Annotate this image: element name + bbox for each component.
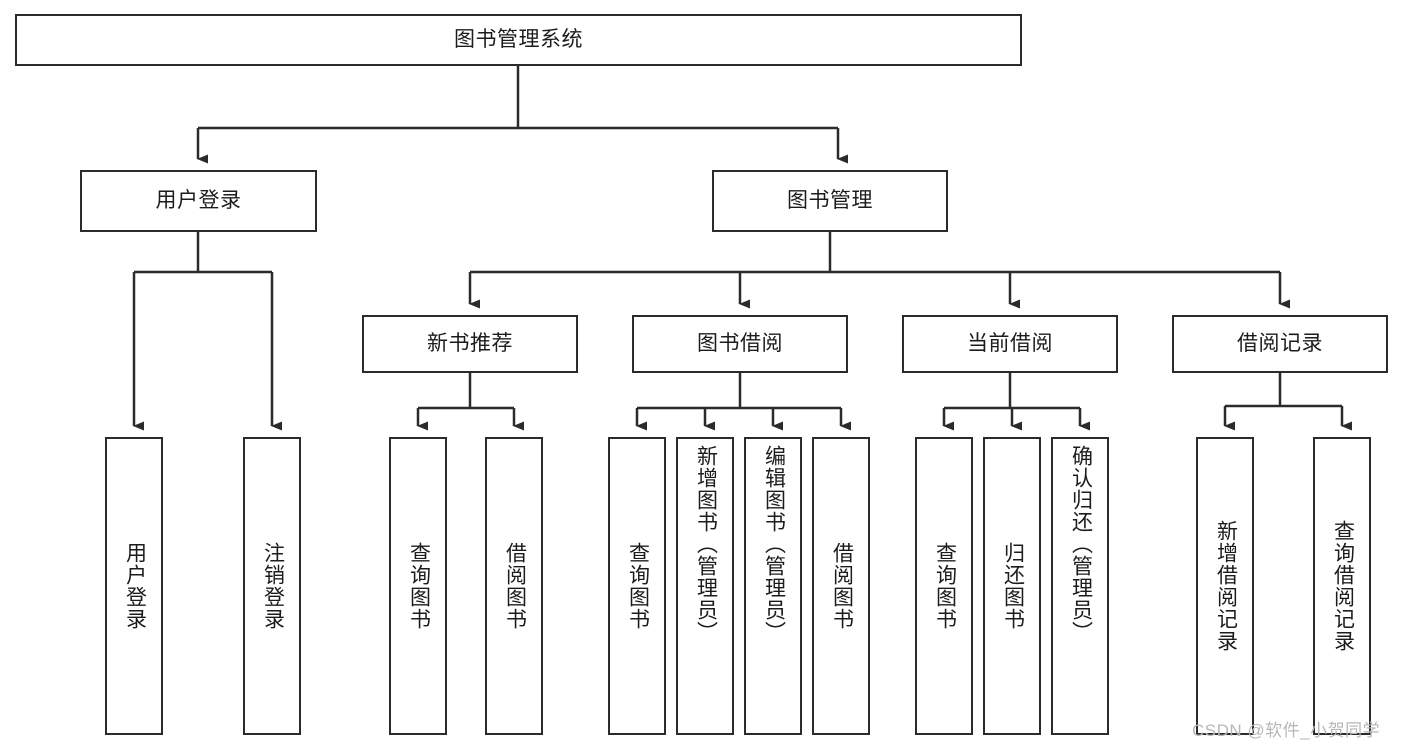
node-new-book-recommend-label: 新书推荐 [427,331,513,355]
node-book-manage-label: 图书管理 [787,188,873,212]
leaf-add-book[interactable]: 新增图书（管理员） [676,437,734,735]
leaf-borrow-book-1[interactable]: 借阅图书 [485,437,543,735]
node-book-borrow[interactable]: 图书借阅 [632,315,848,373]
leaf-query-record-label: 查询借阅记录 [1331,520,1355,652]
leaf-return-book[interactable]: 归还图书 [983,437,1041,735]
leaf-logout[interactable]: 注销登录 [243,437,301,735]
leaf-user-login[interactable]: 用户登录 [105,437,163,735]
leaf-query-book-3[interactable]: 查询图书 [915,437,973,735]
node-borrow-record[interactable]: 借阅记录 [1172,315,1388,373]
leaf-query-record[interactable]: 查询借阅记录 [1313,437,1371,735]
node-current-borrow[interactable]: 当前借阅 [902,315,1118,373]
leaf-query-book-3-label: 查询图书 [933,542,957,630]
node-new-book-recommend[interactable]: 新书推荐 [362,315,578,373]
leaf-borrow-book-2-label: 借阅图书 [830,542,854,630]
leaf-query-book-1-label: 查询图书 [407,542,431,630]
leaf-add-record-label: 新增借阅记录 [1214,520,1238,652]
node-root-label: 图书管理系统 [454,27,583,51]
leaf-borrow-book-2[interactable]: 借阅图书 [812,437,870,735]
leaf-edit-book-label: 编辑图书（管理员） [762,445,786,643]
leaf-query-book-2[interactable]: 查询图书 [608,437,666,735]
leaf-confirm-return[interactable]: 确认归还（管理员） [1051,437,1109,735]
leaf-edit-book[interactable]: 编辑图书（管理员） [744,437,802,735]
leaf-add-record[interactable]: 新增借阅记录 [1196,437,1254,735]
node-root[interactable]: 图书管理系统 [15,14,1022,66]
node-current-borrow-label: 当前借阅 [967,331,1053,355]
node-book-manage[interactable]: 图书管理 [712,170,948,232]
leaf-logout-label: 注销登录 [261,542,285,630]
leaf-query-book-2-label: 查询图书 [626,542,650,630]
leaf-return-book-label: 归还图书 [1001,542,1025,630]
node-user-login[interactable]: 用户登录 [80,170,317,232]
leaf-query-book-1[interactable]: 查询图书 [389,437,447,735]
node-borrow-record-label: 借阅记录 [1237,331,1323,355]
node-book-borrow-label: 图书借阅 [697,331,783,355]
leaf-confirm-return-label: 确认归还（管理员） [1069,445,1093,643]
watermark: CSDN @软件_小贺同学 [1192,721,1381,740]
leaf-add-book-label: 新增图书（管理员） [694,445,718,643]
leaf-user-login-label: 用户登录 [123,542,147,630]
node-user-login-label: 用户登录 [155,188,242,212]
leaf-borrow-book-1-label: 借阅图书 [503,542,527,630]
